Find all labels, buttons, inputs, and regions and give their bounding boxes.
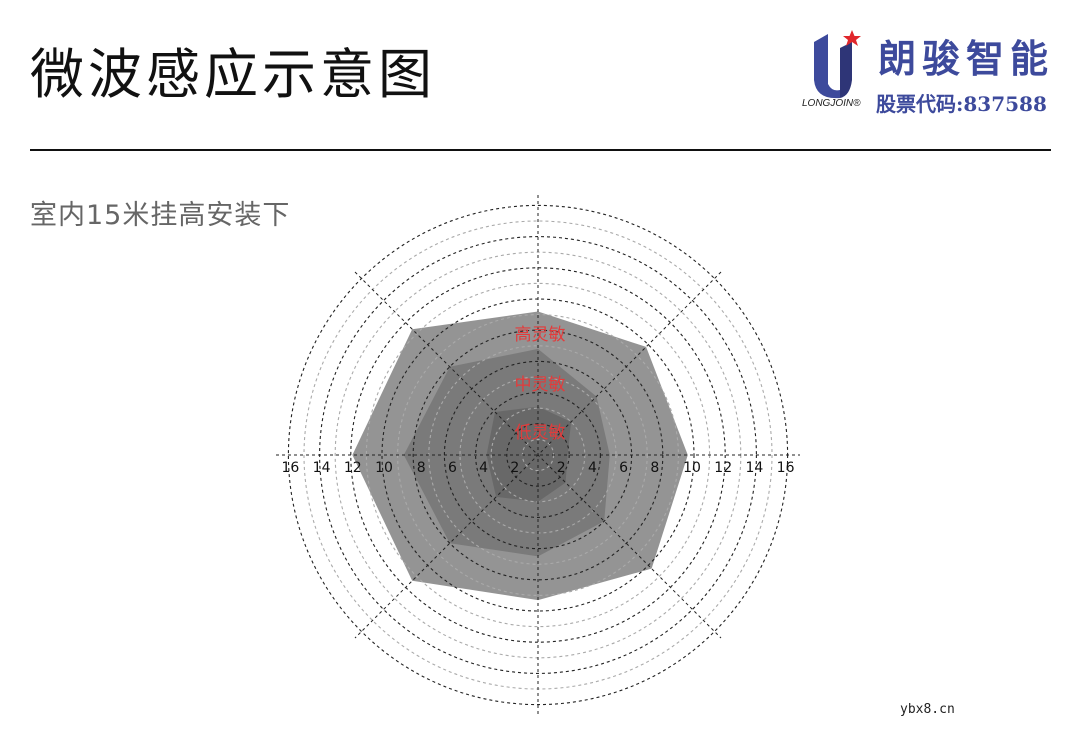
tick-label: 12 bbox=[344, 460, 362, 476]
brand-name: 朗骏智能 bbox=[878, 36, 1055, 81]
brand-en: LONGJOIN® bbox=[802, 98, 861, 109]
tick-label: 8 bbox=[417, 460, 426, 476]
axis-diagonal bbox=[354, 271, 722, 639]
tick-label: 4 bbox=[479, 460, 488, 476]
series-label: 中灵敏 bbox=[515, 375, 566, 395]
series-label: 高灵敏 bbox=[515, 325, 566, 345]
tick-label: 14 bbox=[313, 460, 331, 476]
grid-circle bbox=[350, 267, 726, 643]
tick-label: 6 bbox=[448, 460, 457, 476]
tick-label: 2 bbox=[510, 460, 519, 476]
stock-code: 股票代码:837588 bbox=[876, 92, 1047, 116]
tick-label: 10 bbox=[683, 460, 701, 476]
logo-mark-icon bbox=[814, 30, 861, 99]
tick-label: 12 bbox=[714, 460, 732, 476]
divider bbox=[30, 149, 1051, 151]
tick-label: 16 bbox=[281, 460, 299, 476]
page-title: 微波感应示意图 bbox=[30, 43, 436, 106]
tick-label: 2 bbox=[557, 460, 566, 476]
company-logo: 朗骏智能 LONGJOIN® 股票代码:837588 bbox=[800, 24, 1060, 120]
tick-label: 6 bbox=[619, 460, 628, 476]
subtitle: 室内15米挂高安装下 bbox=[30, 200, 291, 231]
watermark: ybx8.cn bbox=[900, 702, 955, 717]
series-area-2 bbox=[486, 406, 572, 502]
tick-label: 16 bbox=[777, 460, 795, 476]
series-label: 低灵敏 bbox=[515, 423, 566, 443]
tick-label: 14 bbox=[745, 460, 763, 476]
tick-label: 4 bbox=[588, 460, 597, 476]
tick-label: 10 bbox=[375, 460, 393, 476]
tick-label: 8 bbox=[650, 460, 659, 476]
